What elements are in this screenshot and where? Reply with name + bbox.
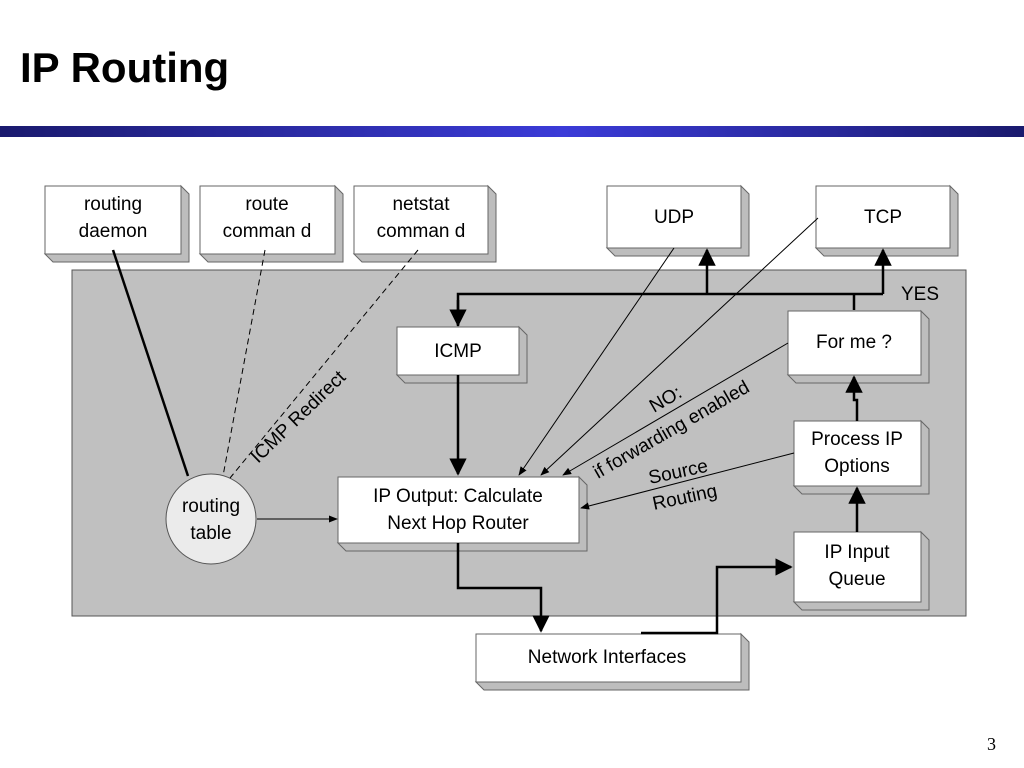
netstat-command-box: netstat comman d <box>352 184 497 263</box>
routing-table-node: routing table <box>165 473 257 565</box>
interfaces-to-queue-arrow <box>641 558 793 635</box>
for-me-label: For me ? <box>816 332 892 353</box>
routing-daemon-line1: routing <box>84 194 142 215</box>
route-to-table-dashed <box>222 249 266 477</box>
route-command-box: route comman d <box>198 184 344 263</box>
page-number: 3 <box>987 734 996 754</box>
netstat-command-line2: comman d <box>377 221 466 242</box>
process-ip-options-box: Process IP Options <box>792 419 930 495</box>
yes-label: YES <box>901 284 939 305</box>
route-command-line1: route <box>245 194 288 215</box>
ip-output-box: IP Output: Calculate Next Hop Router <box>336 475 588 552</box>
ip-output-line2: Next Hop Router <box>387 513 529 534</box>
source-routing-arrow <box>580 452 795 510</box>
tcp-label: TCP <box>864 207 902 228</box>
routing-daemon-line2: daemon <box>79 221 148 242</box>
routing-daemon-box: routing daemon <box>43 184 190 263</box>
routing-table-line1: routing <box>182 496 240 517</box>
daemon-to-table-line <box>111 249 190 477</box>
udp-to-output-arrow <box>518 247 675 476</box>
ip-input-queue-line2: Queue <box>828 569 885 590</box>
title-rule <box>0 126 1024 137</box>
process-ip-options-line1: Process IP <box>811 429 903 450</box>
process-ip-options-line2: Options <box>824 456 889 477</box>
ip-output-line1: IP Output: Calculate <box>373 486 543 507</box>
slide-title: IP Routing <box>20 44 230 91</box>
udp-box: UDP <box>605 184 750 257</box>
route-command-line2: comman d <box>223 221 312 242</box>
options-to-for-me-arrow <box>845 375 863 421</box>
icmp-box: ICMP <box>395 325 528 384</box>
netstat-command-line1: netstat <box>392 194 450 215</box>
for-me-box: For me ? <box>786 309 930 384</box>
tcp-box: TCP <box>814 184 959 257</box>
forwarding-arrow <box>562 342 789 476</box>
network-interfaces-label: Network Interfaces <box>528 647 686 668</box>
routing-table-line2: table <box>190 523 231 544</box>
udp-label: UDP <box>654 207 694 228</box>
tcp-to-output-arrow <box>540 217 819 476</box>
icmp-label: ICMP <box>434 341 482 362</box>
ip-input-queue-line1: IP Input <box>824 542 890 563</box>
output-to-interfaces-arrow <box>456 543 550 633</box>
network-interfaces-box: Network Interfaces <box>474 632 750 691</box>
ip-input-queue-box: IP Input Queue <box>792 530 930 611</box>
